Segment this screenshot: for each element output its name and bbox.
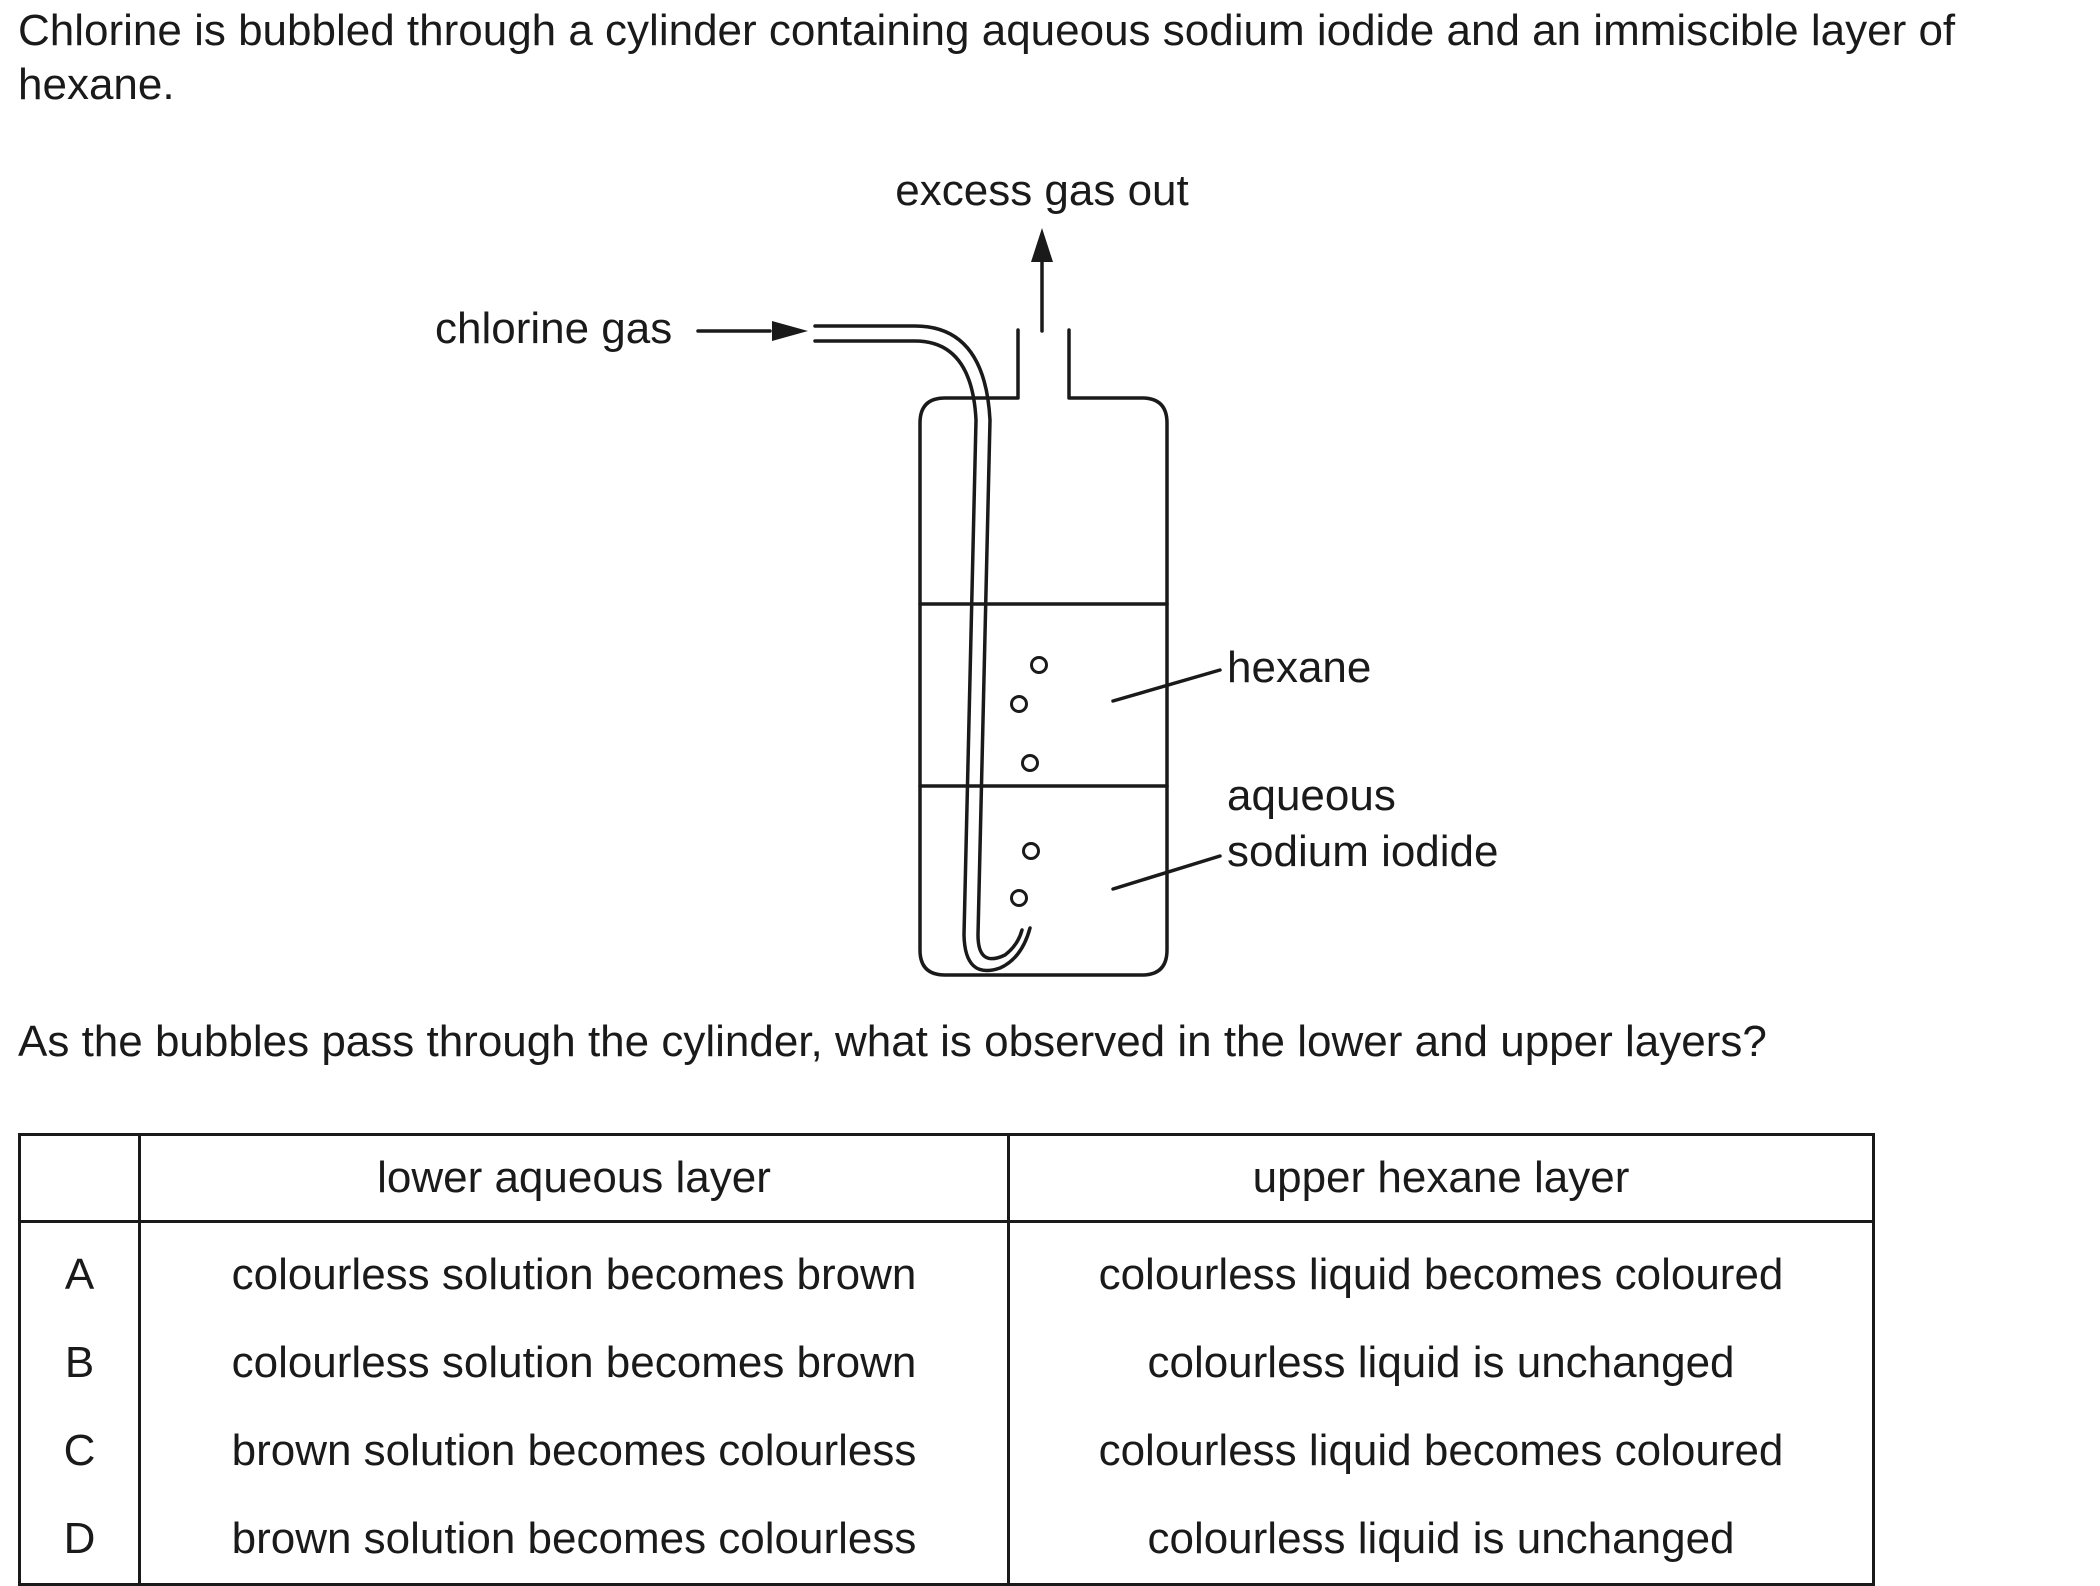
- option-letter: B: [18, 1319, 141, 1407]
- lower-layer-cell: brown solution becomes colourless: [138, 1495, 1010, 1586]
- lower-layer-cell: colourless solution becomes brown: [138, 1221, 1010, 1319]
- delivery-tube-inner: [813, 339, 1032, 973]
- hexane-label: hexane: [1227, 643, 1371, 692]
- answer-options-table: lower aqueous layer upper hexane layer A…: [18, 1133, 1875, 1586]
- chlorine-gas-arrowhead: [772, 321, 808, 341]
- intro-text: Chlorine is bubbled through a cylinder c…: [18, 6, 1956, 109]
- bubble: [1030, 656, 1048, 674]
- aqueous-label-line1: aqueous: [1227, 771, 1396, 820]
- apparatus-diagram: excess gas out chlorine gas hexane aqueo…: [435, 166, 1499, 977]
- table-header-row: lower aqueous layer upper hexane layer: [18, 1133, 1875, 1223]
- excess-gas-out-label: excess gas out: [895, 166, 1189, 215]
- table-row: A colourless solution becomes brown colo…: [18, 1221, 1875, 1319]
- question-text: As the bubbles pass through the cylinder…: [18, 1017, 1767, 1066]
- upper-layer-cell: colourless liquid is unchanged: [1007, 1319, 1875, 1407]
- upper-layer-cell: colourless liquid becomes coloured: [1007, 1221, 1875, 1319]
- lower-layer-cell: brown solution becomes colourless: [138, 1407, 1010, 1495]
- delivery-tube-outer: [813, 324, 1024, 961]
- table-row: C brown solution becomes colourless colo…: [18, 1407, 1875, 1495]
- bubble: [1022, 842, 1040, 860]
- table-row: D brown solution becomes colourless colo…: [18, 1495, 1875, 1586]
- header-lower-aqueous-layer: lower aqueous layer: [138, 1133, 1010, 1223]
- cylinder: [918, 328, 1169, 977]
- header-letter-cell: [18, 1133, 141, 1223]
- option-letter: D: [18, 1495, 141, 1586]
- aqueous-leader-line: [1111, 854, 1222, 891]
- option-letter: A: [18, 1221, 141, 1319]
- header-upper-hexane-layer: upper hexane layer: [1007, 1133, 1875, 1223]
- bubble: [1021, 754, 1039, 772]
- excess-gas-arrowhead: [1031, 228, 1053, 262]
- table-row: B colourless solution becomes brown colo…: [18, 1319, 1875, 1407]
- bubble: [1010, 889, 1028, 907]
- hexane-leader-line: [1111, 668, 1222, 703]
- upper-layer-cell: colourless liquid becomes coloured: [1007, 1407, 1875, 1495]
- chlorine-gas-label: chlorine gas: [435, 304, 672, 353]
- upper-layer-cell: colourless liquid is unchanged: [1007, 1495, 1875, 1586]
- aqueous-label-line2: sodium iodide: [1227, 827, 1499, 876]
- option-letter: C: [18, 1407, 141, 1495]
- bubble: [1010, 695, 1028, 713]
- lower-layer-cell: colourless solution becomes brown: [138, 1319, 1010, 1407]
